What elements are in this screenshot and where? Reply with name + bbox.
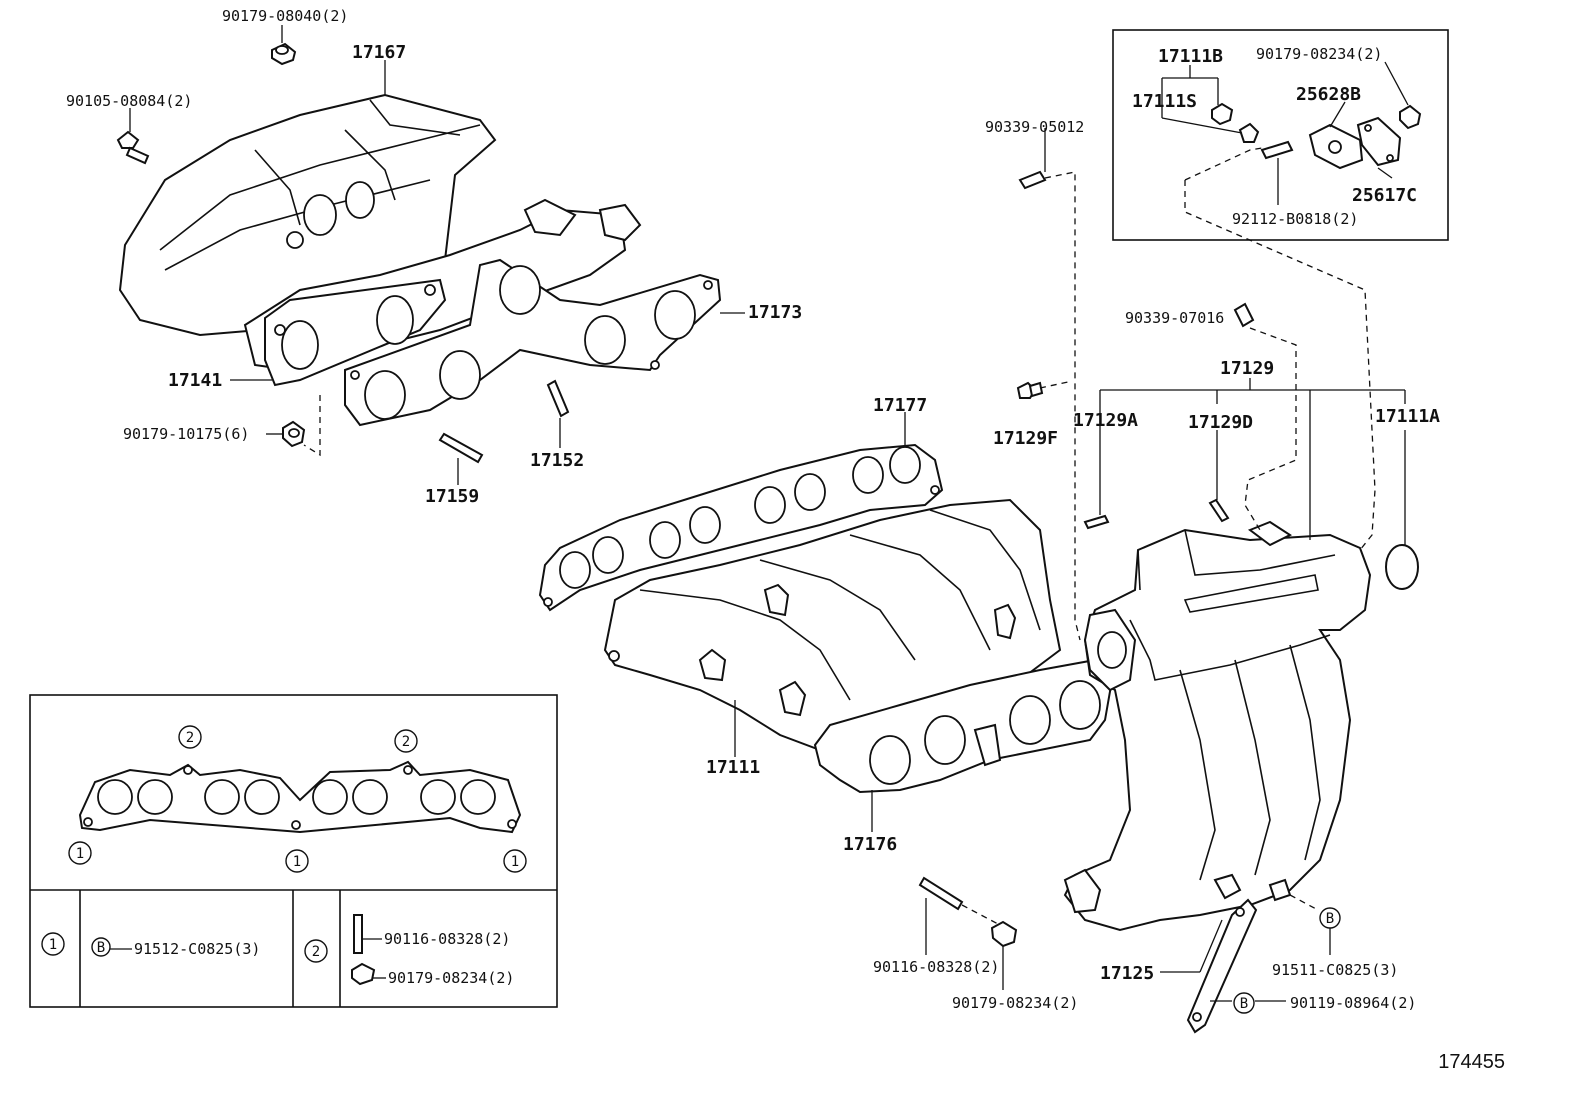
- label-17152: 17152: [530, 450, 584, 471]
- bracket-17125: [1186, 898, 1258, 1034]
- svg-text:2: 2: [402, 734, 410, 750]
- nut-90179-08234-bottom: [990, 920, 1018, 948]
- egr-inset-box: [1112, 29, 1449, 241]
- legend-row-1: 1 B 91512-C0825(3): [41, 932, 260, 958]
- stud-17159: [438, 432, 484, 464]
- plug-17129F: [1016, 381, 1044, 399]
- svg-text:1: 1: [49, 937, 57, 953]
- label-90179-10175: 90179-10175(6): [123, 425, 249, 443]
- gasket-17173: [344, 258, 722, 427]
- label-17125: 17125: [1100, 963, 1154, 984]
- label-25628B: 25628B: [1296, 84, 1361, 105]
- label-25617C: 25617C: [1352, 185, 1417, 206]
- label-90119-08964: 90119-08964(2): [1290, 994, 1416, 1012]
- label-17111S: 17111S: [1132, 91, 1197, 112]
- label-17141: 17141: [168, 370, 222, 391]
- pin-17129A: [1083, 514, 1110, 530]
- drawing-id: 174455: [1438, 1051, 1505, 1073]
- svg-text:B: B: [97, 940, 105, 956]
- label-91511-C0825: 91511-C0825(3): [1272, 961, 1398, 979]
- marker-1-left: 1: [68, 841, 92, 865]
- label-17129F: 17129F: [993, 428, 1058, 449]
- marker-B-bottom: B: [1233, 992, 1255, 1014]
- manifold-17111: [603, 498, 1062, 752]
- label-17111B: 17111B: [1158, 46, 1223, 67]
- legend-row-2: 2 90116-08328(2) 90179-08234(2): [304, 914, 514, 987]
- label-17167: 17167: [352, 42, 406, 63]
- label-90179-08234-top: 90179-08234(2): [1256, 45, 1382, 63]
- svg-text:2: 2: [186, 730, 194, 746]
- nut-90179-08040: [271, 42, 297, 66]
- svg-text:1: 1: [293, 854, 301, 870]
- label-17129D: 17129D: [1188, 412, 1253, 433]
- stud-17152: [546, 379, 570, 418]
- label-90179-08234-bottom: 90179-08234(2): [952, 994, 1078, 1012]
- label-90105-08084: 90105-08084(2): [66, 92, 192, 110]
- label-90339-07016: 90339-07016: [1125, 309, 1224, 327]
- pin-90339-05012: [1018, 170, 1047, 190]
- bolt-90105-08084: [116, 130, 150, 165]
- svg-text:B: B: [1326, 911, 1334, 927]
- gasket-17177: [538, 443, 944, 612]
- pin-17129D: [1208, 498, 1230, 523]
- marker-B-right: B: [1319, 907, 1341, 929]
- svg-text:1: 1: [76, 846, 84, 862]
- label-90339-05012: 90339-05012: [985, 118, 1084, 136]
- exhaust-manifold-17141: [243, 198, 642, 387]
- label-17111A: 17111A: [1375, 406, 1440, 427]
- pin-90339-07016: [1233, 302, 1255, 328]
- stud-90116-08328: [918, 876, 964, 911]
- svg-text:90116-08328(2): 90116-08328(2): [384, 930, 510, 948]
- nut-90179-10175: [282, 420, 306, 448]
- svg-text:B: B: [1240, 996, 1248, 1012]
- label-17176: 17176: [843, 834, 897, 855]
- gasket-detail-box: [29, 694, 558, 1008]
- plug-17111A: [1385, 544, 1419, 590]
- label-17129A: 17129A: [1073, 410, 1138, 431]
- svg-text:1: 1: [511, 854, 519, 870]
- label-90179-08040: 90179-08040(2): [222, 7, 348, 25]
- intake-plenum-17129: [1063, 520, 1372, 932]
- label-17177: 17177: [873, 395, 927, 416]
- marker-2-left: 2: [178, 725, 202, 749]
- label-17129: 17129: [1220, 358, 1274, 379]
- marker-1-middle: 1: [285, 849, 309, 873]
- label-17111: 17111: [706, 757, 760, 778]
- marker-1-right: 1: [503, 849, 527, 873]
- label-17173: 17173: [748, 302, 802, 323]
- svg-text:91512-C0825(3): 91512-C0825(3): [134, 940, 260, 958]
- marker-2-right: 2: [394, 729, 418, 753]
- svg-text:90179-08234(2): 90179-08234(2): [388, 969, 514, 987]
- label-17159: 17159: [425, 486, 479, 507]
- label-92112-B0818: 92112-B0818(2): [1232, 210, 1358, 228]
- svg-text:2: 2: [312, 944, 320, 960]
- gasket-17176: [813, 658, 1114, 794]
- label-90116-08328: 90116-08328(2): [873, 958, 999, 976]
